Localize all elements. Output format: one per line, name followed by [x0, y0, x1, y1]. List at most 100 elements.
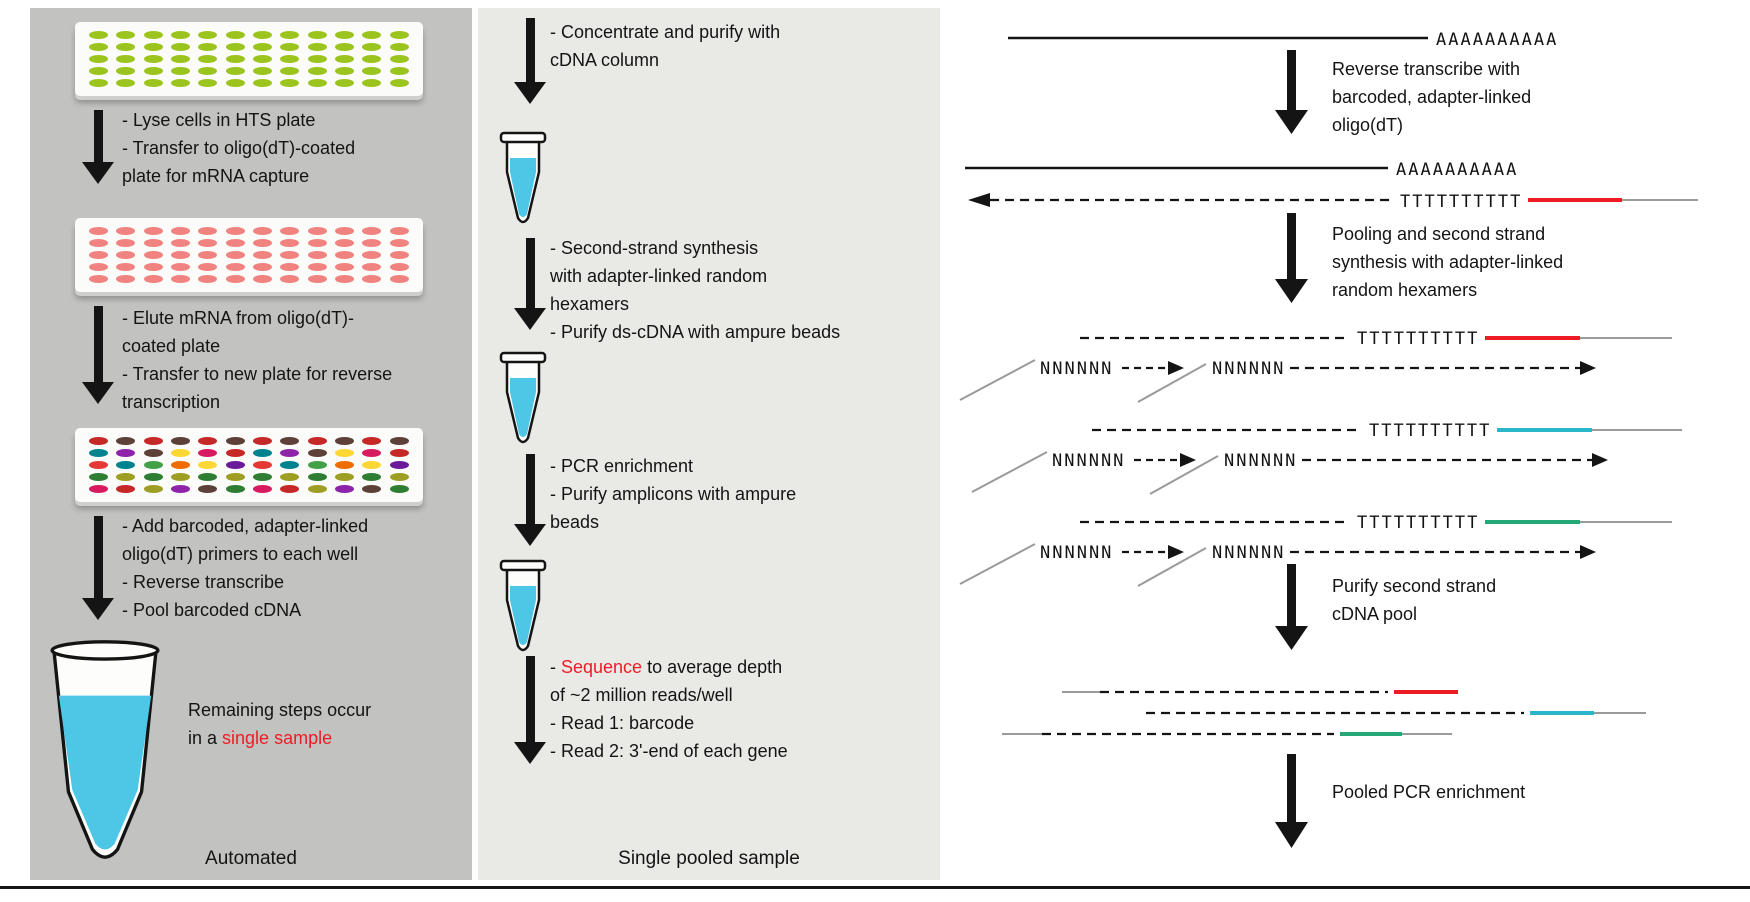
sequence-highlight: Sequence	[561, 657, 643, 677]
plate-well	[143, 239, 163, 247]
step-line: cDNA column	[550, 50, 660, 70]
plate-well	[89, 437, 109, 445]
polyA-label: AAAAAAAAAA	[1436, 30, 1558, 50]
step-line: of ~2 million reads/well	[550, 685, 733, 705]
plate-well	[335, 263, 355, 271]
step-line: plate for mRNA capture	[122, 166, 310, 186]
plate-well	[335, 461, 355, 469]
plate-well	[143, 485, 163, 493]
tube-liquid	[510, 586, 536, 645]
plate-well	[143, 263, 163, 271]
molecular-diagram: AAAAAAAAAA AAAAAAAAAA TTTTTTTTTT TTTTTTT…	[959, 30, 1698, 848]
plate-well	[280, 461, 300, 469]
single-pooled-sample-panel: - Concentrate and purify with cDNA colum…	[478, 8, 940, 880]
right-arrow-head	[1580, 361, 1596, 375]
plate-well	[225, 43, 245, 51]
plate-well	[335, 239, 355, 247]
plate-well	[225, 251, 245, 259]
plate-well	[171, 79, 191, 87]
step-line: - Purify ds-cDNA with ampure beads	[550, 322, 841, 342]
step-text: to average depth	[642, 657, 783, 677]
plate-well	[198, 227, 218, 235]
plate-well	[389, 473, 409, 481]
tube-rim	[499, 559, 547, 572]
hexamer-label: NNNNNN	[1040, 359, 1113, 379]
plate-well	[362, 55, 382, 63]
plate-well	[389, 227, 409, 235]
step-text-elute: - Elute mRNA from oligo(dT)- coated plat…	[122, 304, 392, 416]
plate-well	[280, 67, 300, 75]
plate-well	[116, 239, 136, 247]
arrow-head	[1275, 626, 1308, 650]
arrow-head	[514, 308, 546, 330]
adapter-diagonal-line	[971, 451, 1048, 493]
step-line: hexamers	[550, 294, 630, 314]
plate-well	[171, 251, 191, 259]
step-line: beads	[550, 512, 600, 532]
plate-well	[280, 79, 300, 87]
plate-well	[143, 79, 163, 87]
plate-well	[362, 263, 382, 271]
step-line: - Lyse cells in HTS plate	[122, 110, 316, 130]
polyT-label: TTTTTTTTTT	[1357, 329, 1479, 349]
plate-well	[362, 449, 382, 457]
down-arrow-icon	[1287, 50, 1296, 110]
plate-well	[389, 449, 409, 457]
plate-well	[171, 43, 191, 51]
step-line: - Concentrate and purify with	[550, 22, 781, 42]
plate-well	[116, 79, 136, 87]
plate-well	[171, 31, 191, 39]
hexamer-label: NNNNNN	[1040, 543, 1113, 563]
plate-well	[253, 275, 273, 283]
plate-well	[225, 227, 245, 235]
plate-well	[89, 43, 109, 51]
plate-well	[280, 43, 300, 51]
plate-well	[198, 67, 218, 75]
plate-well	[116, 55, 136, 63]
plate-well	[253, 449, 273, 457]
right-arrow-head	[1180, 453, 1196, 467]
plate-well	[116, 43, 136, 51]
plate-well	[335, 275, 355, 283]
plate-well	[280, 449, 300, 457]
tube-liquid	[510, 158, 536, 217]
plate-well	[89, 227, 109, 235]
hexamer-label: NNNNNN	[1052, 451, 1125, 471]
down-arrow-icon	[514, 656, 546, 764]
plate-well	[335, 227, 355, 235]
plate-well	[307, 473, 327, 481]
plate-well	[171, 437, 191, 445]
plate-well	[116, 31, 136, 39]
step-line: synthesis with adapter-linked	[1332, 252, 1564, 272]
polyT-label: TTTTTTTTTT	[1400, 192, 1522, 212]
plate-well	[307, 43, 327, 51]
plate-well	[143, 43, 163, 51]
step-text: -	[550, 657, 561, 677]
plate-well	[225, 31, 245, 39]
plate-well	[171, 55, 191, 63]
arrow-shaft	[93, 110, 103, 162]
plate-well	[307, 461, 327, 469]
plate-well	[89, 251, 109, 259]
plate-well	[280, 275, 300, 283]
plate-well	[89, 239, 109, 247]
plate-well	[116, 449, 136, 457]
plate-well	[253, 263, 273, 271]
plate-well	[143, 251, 163, 259]
step-line: with adapter-linked random	[550, 266, 768, 286]
plate-well	[362, 227, 382, 235]
plate-well	[253, 239, 273, 247]
oligo-dt-plate	[75, 218, 423, 292]
plate-well	[198, 79, 218, 87]
plate-well	[280, 239, 300, 247]
step-line: - Transfer to oligo(dT)-coated	[122, 138, 356, 158]
tube-liquid	[510, 378, 536, 437]
tube-liquid	[58, 695, 152, 850]
adapter-diagonal-line	[959, 359, 1036, 401]
plate-well	[116, 473, 136, 481]
step-line: Pooling and second strand	[1332, 224, 1546, 244]
plate-well	[143, 227, 163, 235]
tube-icon	[499, 351, 547, 444]
plate-well	[198, 275, 218, 283]
plate-well	[389, 275, 409, 283]
